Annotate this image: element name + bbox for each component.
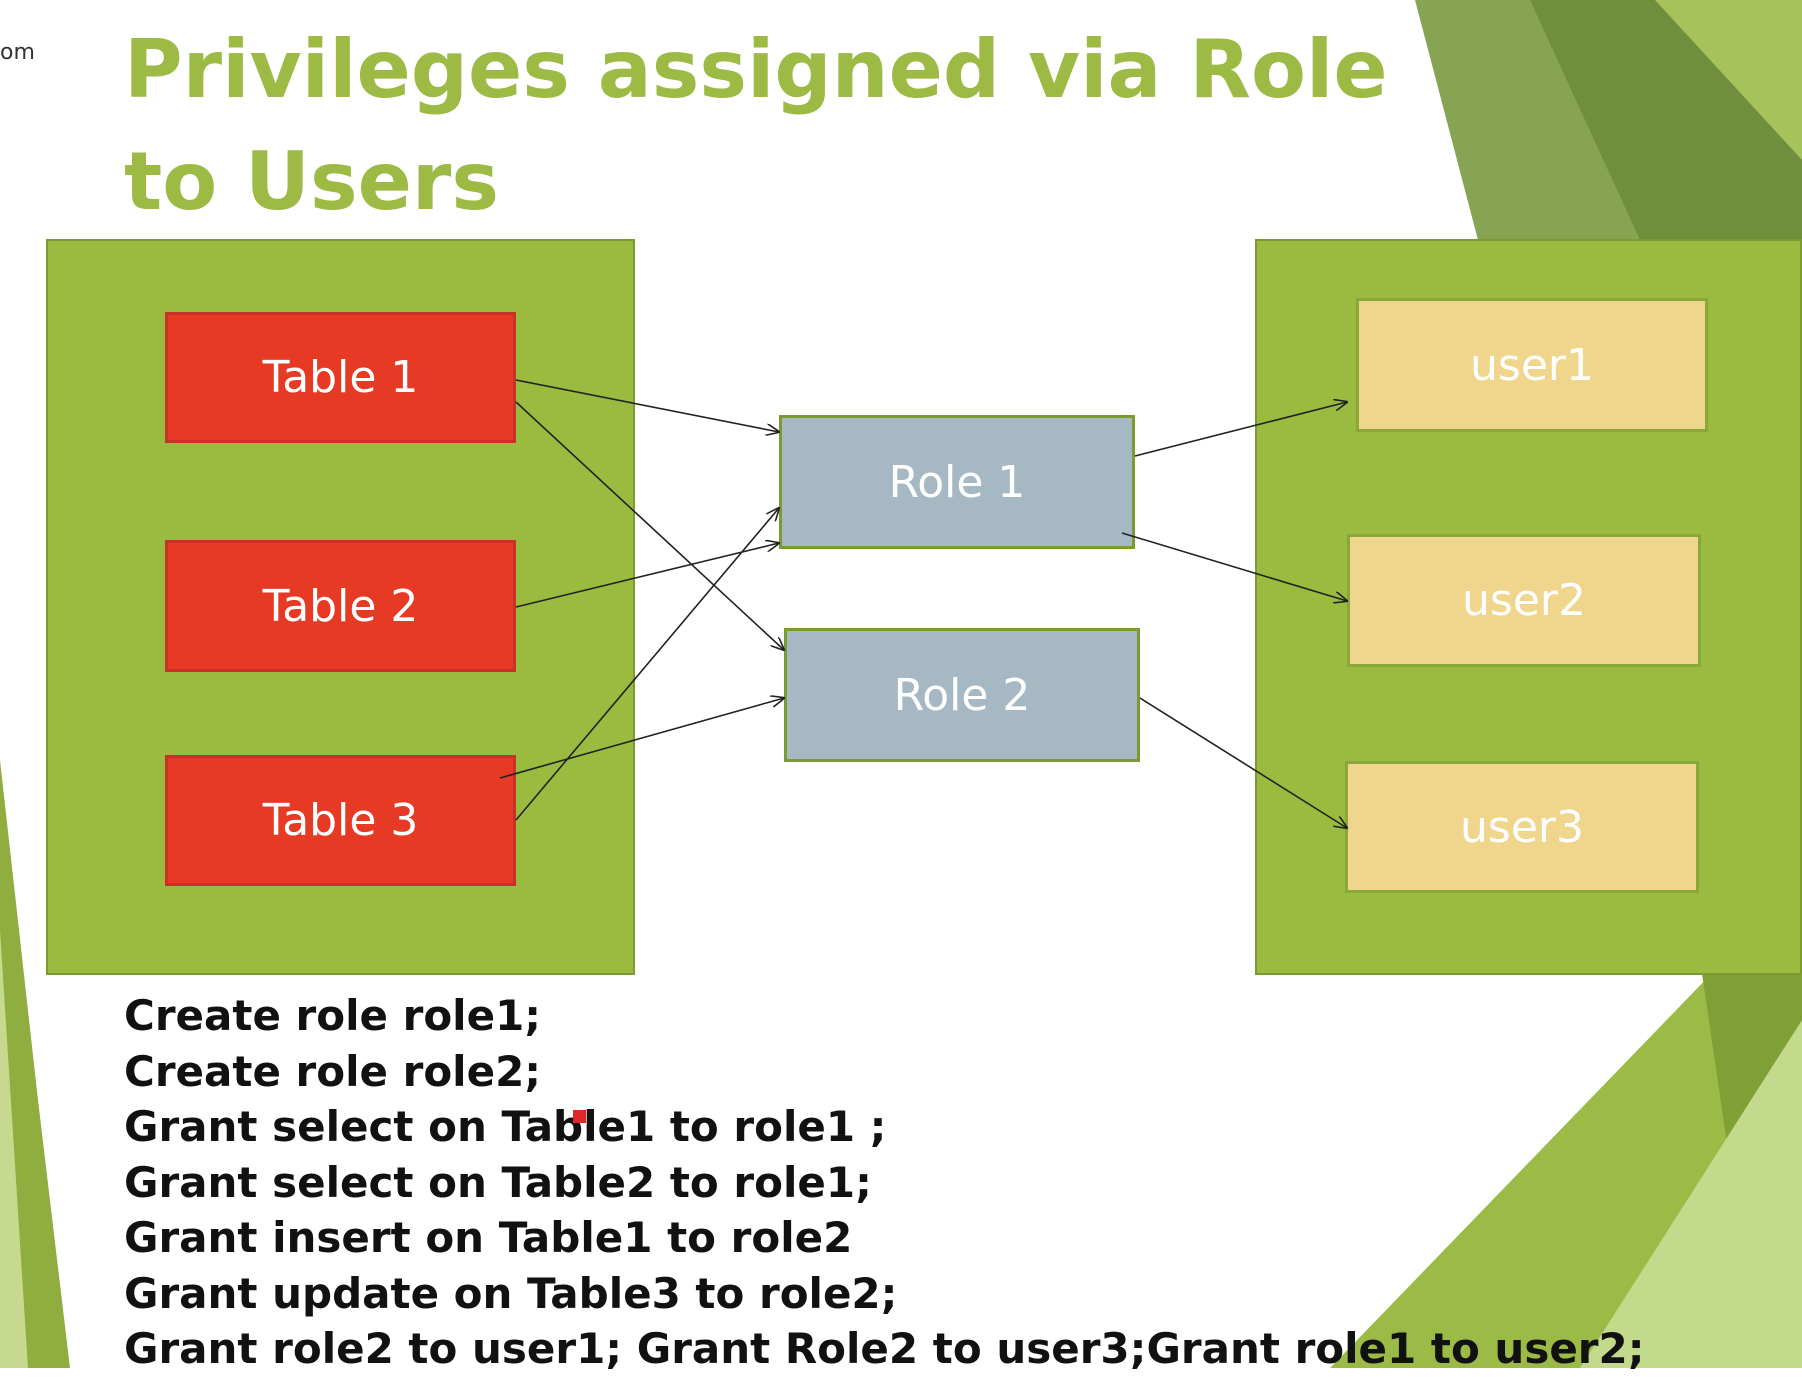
slide-title-line-2: to Users [124, 135, 499, 228]
laser-pointer-mark [573, 1110, 586, 1123]
sql-line: Grant select on Table2 to role1; [124, 1157, 872, 1207]
user3-box: user3 [1345, 761, 1699, 893]
user2-box: user2 [1347, 534, 1701, 667]
sql-line: Grant update on Table3 to role2; [124, 1268, 898, 1318]
sql-line: Create role role1; [124, 991, 542, 1040]
arrow-table1-to-role1 [515, 379, 779, 432]
slide-title: Privileges assigned via Role to Users [124, 14, 1424, 238]
sql-line: Grant role2 to user1; Grant Role2 to use… [124, 1324, 1645, 1373]
slide-title-line-1: Privileges assigned via Role [124, 23, 1388, 116]
corner-text-fragment: om [0, 40, 35, 65]
sql-line: Grant select on Table1 to role1 ; [124, 1102, 887, 1151]
arrow-table3-to-role2 [499, 698, 784, 779]
arrow-table2-to-role1 [515, 543, 779, 608]
table-1-box: Table 1 [165, 312, 516, 443]
arrow-table1-to-role2 [515, 401, 784, 650]
sql-line: Grant insert on Table1 to role2 [124, 1213, 853, 1262]
sql-line: Create role role2; [124, 1046, 542, 1096]
role-1-box: Role 1 [779, 415, 1135, 549]
table-2-box: Table 2 [165, 540, 516, 672]
arrow-role1-to-user1 [1134, 402, 1347, 457]
sql-statements: Create role role1; Create role role2; Gr… [124, 988, 1645, 1377]
user1-box: user1 [1356, 298, 1708, 432]
table-3-box: Table 3 [165, 755, 516, 886]
arrow-table3-to-role1 [515, 508, 779, 821]
role-2-box: Role 2 [784, 628, 1140, 762]
arrow-role1-to-user2 [1121, 532, 1347, 601]
arrow-role2-to-user3 [1139, 697, 1347, 828]
